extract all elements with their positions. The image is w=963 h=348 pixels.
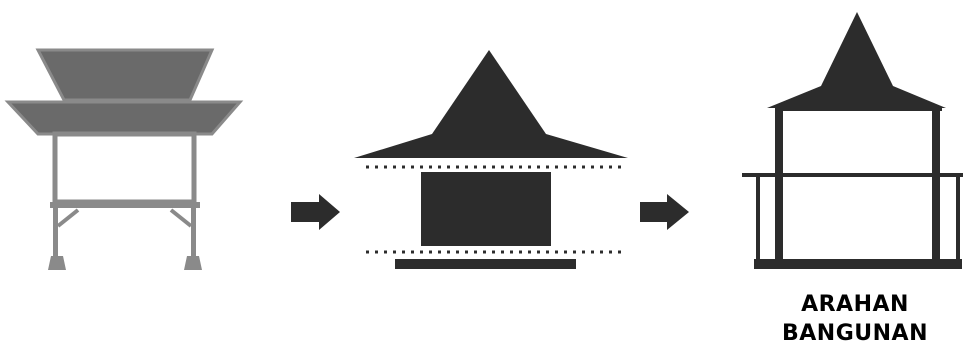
base-platform: [395, 259, 576, 269]
caption-line-2: BANGUNAN: [782, 321, 928, 346]
roof-peak: [821, 12, 893, 86]
foot-left: [48, 256, 66, 270]
roof-eave: [354, 134, 628, 158]
lower-roof: [4, 100, 244, 136]
caption-line-1: ARAHAN: [801, 292, 909, 317]
traditional-stilt-house-icon: [4, 48, 244, 270]
foot-right: [184, 256, 202, 270]
floor-beam: [50, 202, 200, 208]
house-body: [421, 172, 551, 246]
base-platform: [754, 259, 962, 269]
arrow-right-icon: [291, 194, 340, 230]
leg-left: [53, 208, 58, 258]
top-beam: [775, 108, 942, 111]
leg-right: [191, 208, 196, 258]
caption: ARAHAN BANGUNAN: [760, 290, 950, 348]
brace-left: [56, 208, 80, 228]
column-right: [932, 111, 940, 259]
horizontal-rail: [742, 173, 963, 177]
wall-frame: [52, 131, 197, 205]
upper-roof: [35, 48, 215, 102]
roof-eave: [767, 86, 946, 108]
pyramid-roof-frame-icon: [742, 12, 963, 269]
pyramid-roof-house-icon: [354, 50, 628, 269]
post-outer-left: [756, 177, 760, 260]
brace-right: [169, 208, 193, 228]
post-outer-right: [956, 177, 960, 260]
roof-peak: [432, 50, 546, 134]
column-left: [775, 111, 783, 259]
arrow-right-icon: [640, 194, 689, 230]
